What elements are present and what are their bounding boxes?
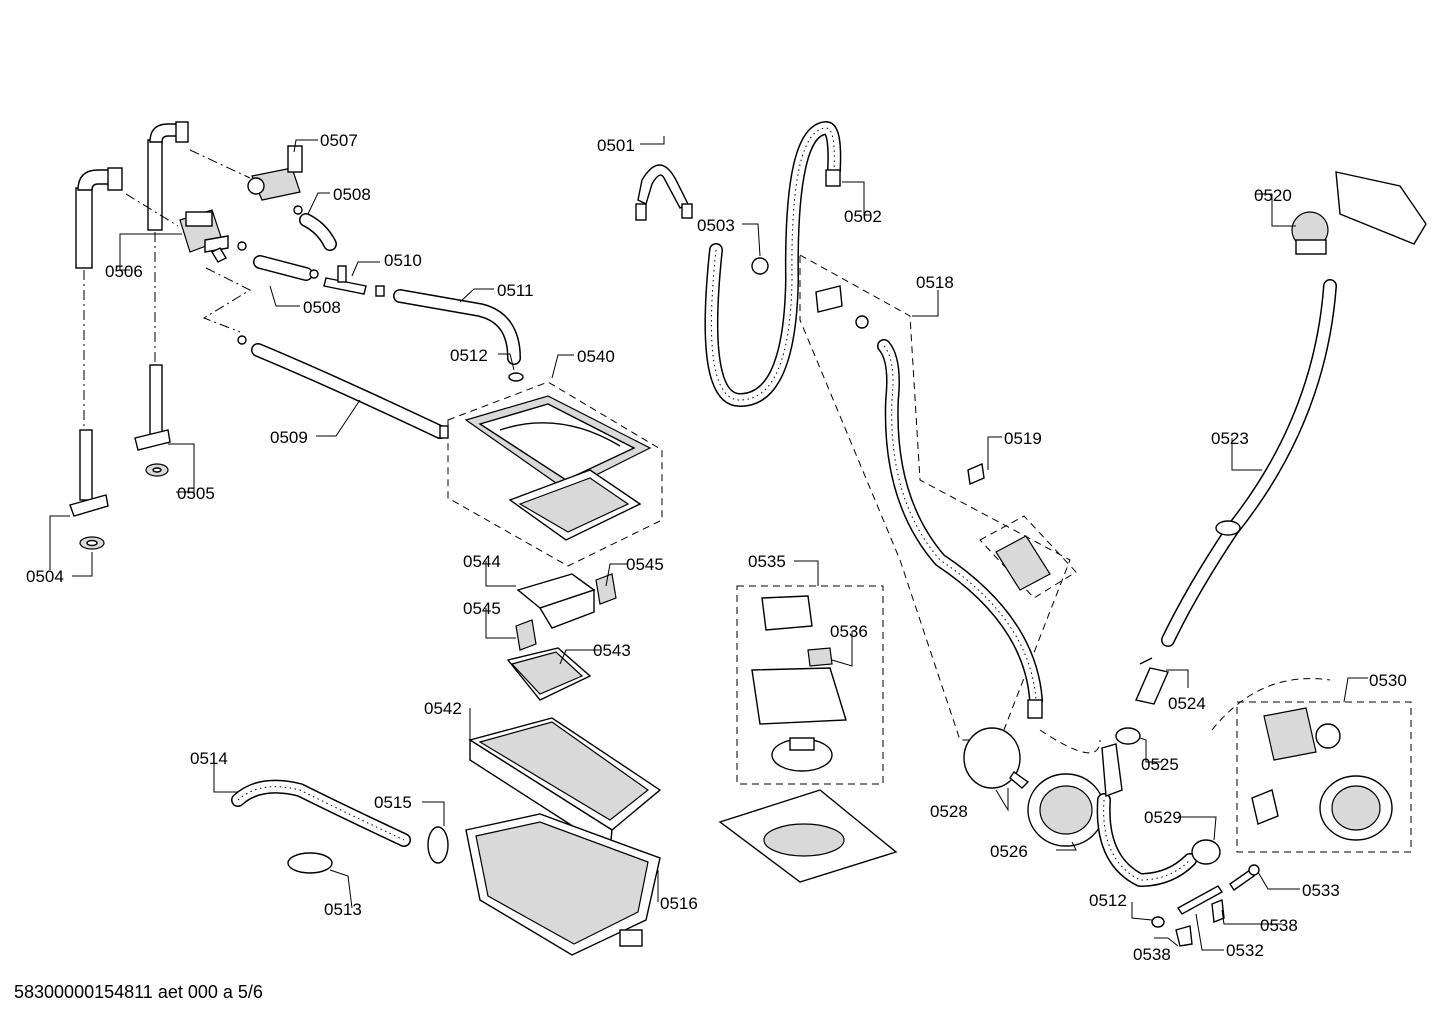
label-0513: 0513 (324, 900, 362, 919)
label-0525: 0525 (1141, 755, 1179, 774)
hose-0508-upper (299, 213, 337, 251)
sump-hose-0526 (1027, 743, 1197, 887)
clamp-0528 (963, 727, 1030, 789)
hose-0508-lower (253, 255, 319, 281)
label-0545-lower: 0545 (463, 599, 501, 618)
part-labels: 0507 0508 0506 0508 0510 0511 0512 0540 … (26, 131, 1407, 964)
clip-0538-left (1175, 925, 1193, 947)
label-0507: 0507 (320, 131, 358, 150)
drain-hose-0514 (231, 779, 411, 847)
inlet-pipe-mid (134, 121, 189, 477)
tub-base-plate (718, 789, 898, 883)
label-0512-right: 0512 (1089, 891, 1127, 910)
label-0528: 0528 (930, 802, 968, 821)
pressure-tube-0523 (1161, 279, 1337, 647)
label-0532: 0532 (1226, 941, 1264, 960)
air-chamber-0524 (1135, 657, 1169, 705)
pressure-switch-0535 (751, 595, 847, 772)
dispenser-top-0540 (464, 395, 652, 541)
label-0524: 0524 (1168, 694, 1206, 713)
label-0543: 0543 (593, 641, 631, 660)
label-0538-right: 0538 (1260, 916, 1298, 935)
siphon-cap-0545-upper (595, 573, 617, 605)
label-0523: 0523 (1211, 429, 1249, 448)
air-trap-0518 (815, 285, 869, 329)
label-0512-left: 0512 (450, 346, 488, 365)
clamp-0525 (1115, 727, 1141, 745)
label-0511: 0511 (497, 281, 534, 300)
dispenser-housing-0542 (468, 717, 662, 852)
label-0501: 0501 (597, 136, 635, 155)
label-0542: 0542 (424, 699, 462, 718)
drawing-reference-footer: 58300000154811 aet 000 a 5/6 (14, 982, 263, 1002)
label-0509: 0509 (270, 428, 308, 447)
rod-0532 (1176, 885, 1224, 915)
drain-pump-0530 (1251, 707, 1393, 841)
foam-0518 (995, 535, 1051, 591)
label-0519: 0519 (1004, 429, 1042, 448)
label-0545-upper: 0545 (626, 555, 664, 574)
bowl-0516 (465, 813, 661, 956)
label-0518: 0518 (916, 273, 954, 292)
bracket-0519 (967, 462, 985, 486)
label-0504: 0504 (26, 567, 64, 586)
label-0526: 0526 (990, 842, 1028, 861)
label-0505: 0505 (177, 484, 215, 503)
spring-0533 (1229, 864, 1260, 891)
insert-0544 (516, 573, 596, 629)
tray-0543 (506, 647, 592, 701)
clip-0538-right (1211, 899, 1225, 923)
inlet-valve-double (179, 209, 247, 263)
label-0520: 0520 (1254, 186, 1292, 205)
label-0535: 0535 (748, 552, 786, 571)
hose-0502 (704, 121, 842, 407)
label-0508-lower: 0508 (303, 298, 341, 317)
label-0529: 0529 (1144, 808, 1182, 827)
label-0538-left: 0538 (1133, 945, 1171, 964)
label-0540: 0540 (577, 347, 615, 366)
label-0506: 0506 (105, 262, 143, 281)
leader-lines (49, 136, 1368, 951)
clip-0512-right (1151, 916, 1165, 928)
siphon-cap-0545-lower (515, 619, 537, 651)
label-0514: 0514 (190, 749, 228, 768)
label-0510: 0510 (384, 251, 422, 270)
label-0502: 0502 (844, 207, 882, 226)
clamp-0503 (751, 257, 769, 275)
label-0533: 0533 (1302, 881, 1340, 900)
level-sensor-0520 (1291, 171, 1427, 255)
label-0516: 0516 (660, 894, 698, 913)
hose-0509 (237, 335, 449, 439)
hose-0511 (393, 289, 521, 365)
hook-0501 (635, 164, 693, 221)
label-0536: 0536 (830, 622, 868, 641)
inlet-valve-single (247, 145, 303, 215)
label-0530: 0530 (1369, 671, 1407, 690)
clamp-0529 (1191, 839, 1221, 865)
label-0515: 0515 (374, 793, 412, 812)
clamp-0515 (427, 826, 449, 864)
t-piece-0510 (323, 265, 385, 297)
inlet-pipe-left (69, 167, 123, 550)
label-0544: 0544 (463, 552, 501, 571)
label-0503: 0503 (697, 216, 735, 235)
clip-0512-left (508, 372, 524, 382)
label-0508-upper: 0508 (333, 185, 371, 204)
hose-0518 (877, 339, 1043, 719)
clamp-0513 (287, 852, 333, 874)
